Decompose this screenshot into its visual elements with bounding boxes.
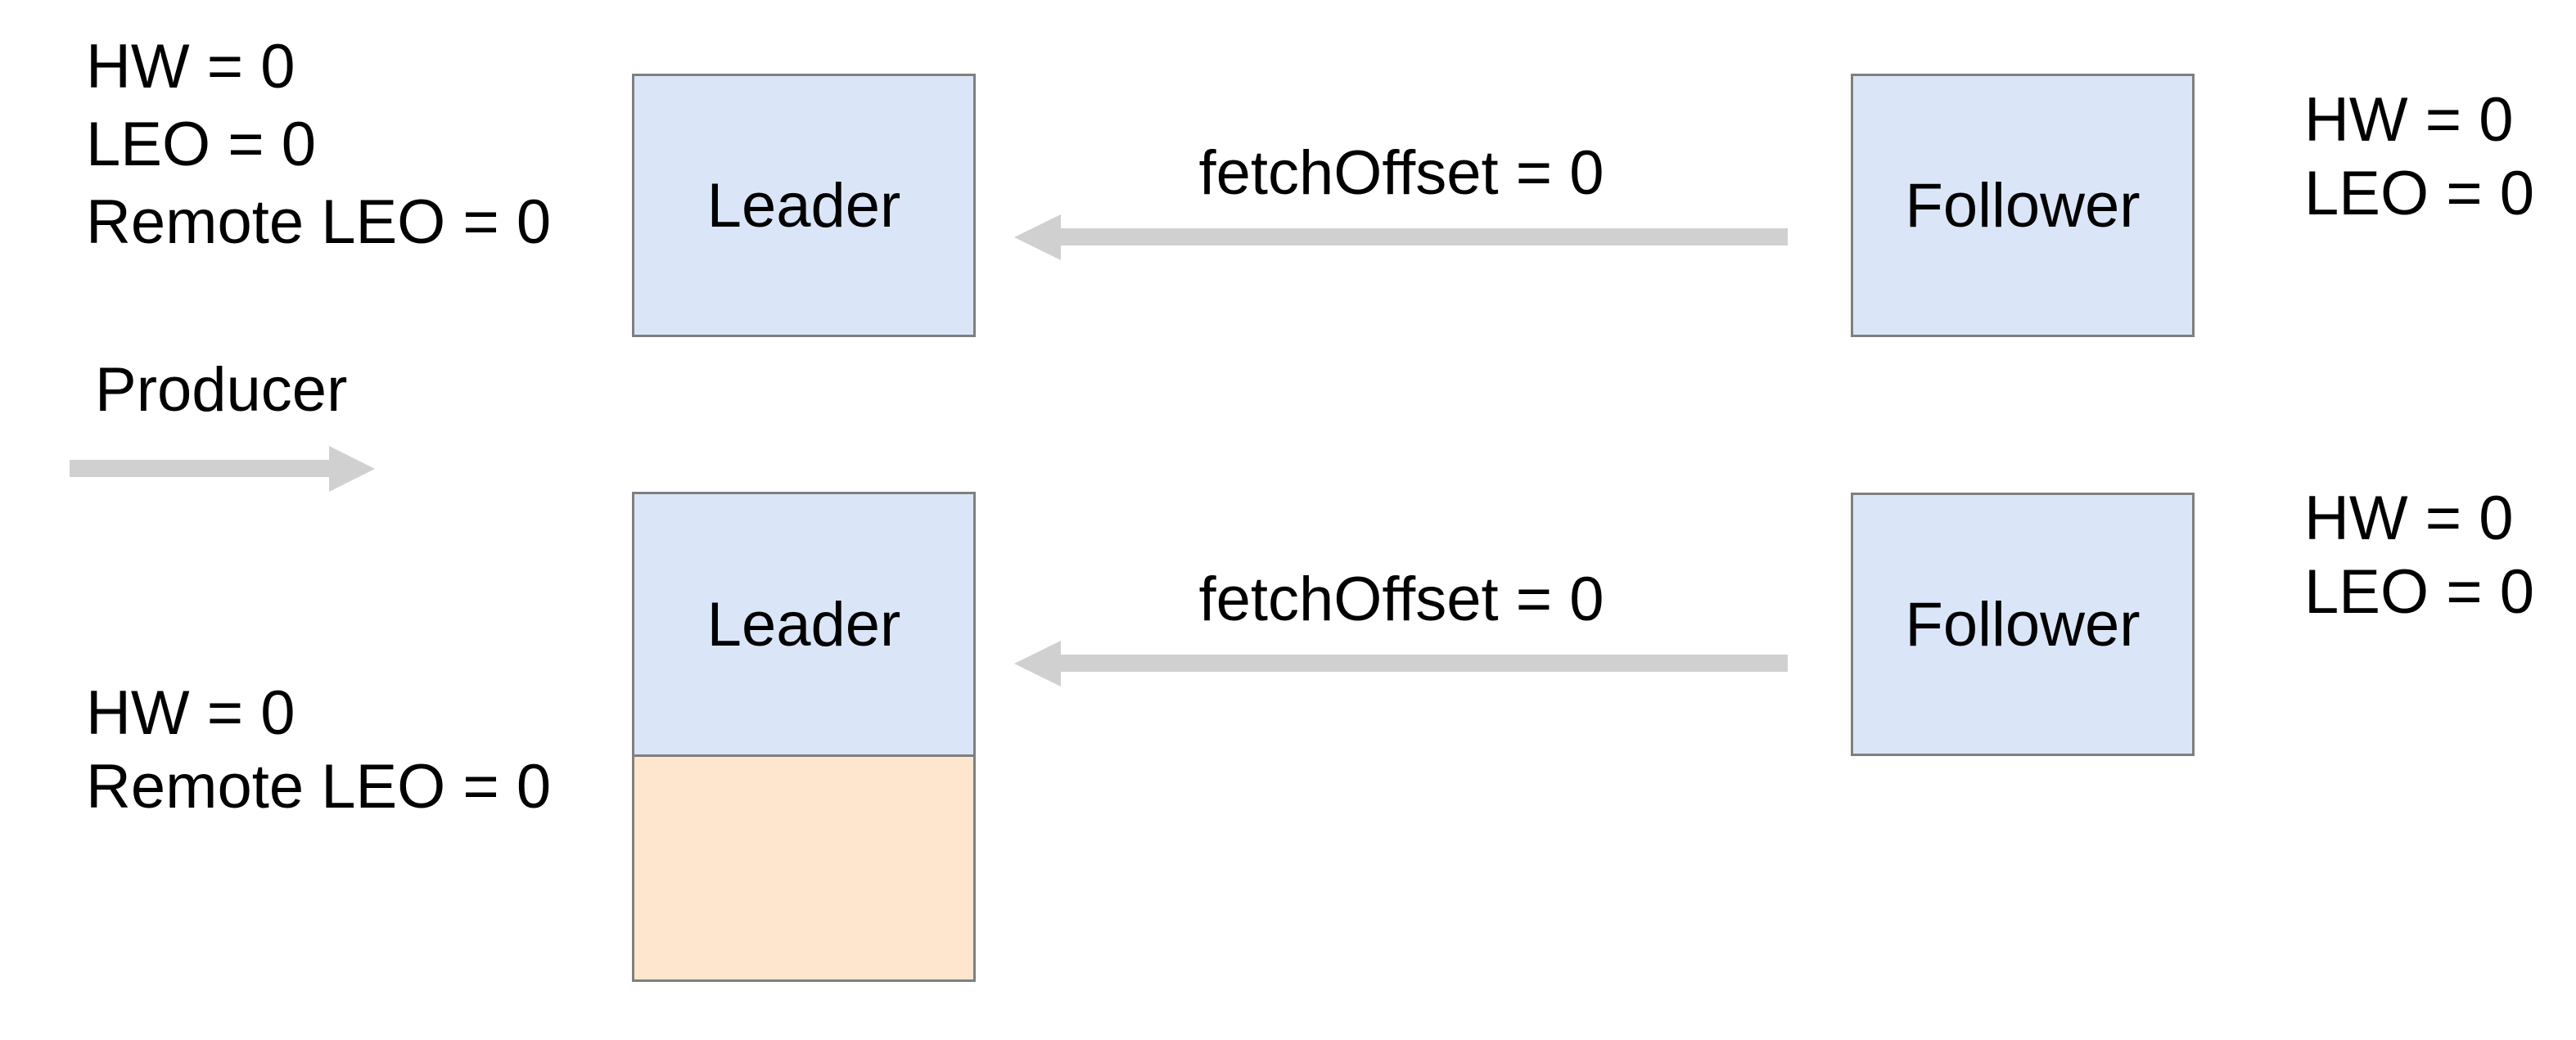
fetch-offset-label-bottom: fetchOffset = 0 xyxy=(1198,565,1604,634)
leader-box-top: Leader xyxy=(632,74,976,337)
follower-box-bottom: Follower xyxy=(1851,493,2195,756)
follower-box-label: Follower xyxy=(1905,589,2141,660)
leader-stats-bottom: HW = 0 Remote LEO = 0 xyxy=(86,677,551,824)
leader-box-label: Leader xyxy=(706,589,901,660)
arrow-head-right-icon xyxy=(329,446,375,492)
leader-stats-top: HW = 0 LEO = 0 Remote LEO = 0 xyxy=(86,28,551,261)
arrow-head-left-icon xyxy=(1014,214,1061,260)
producer-label: Producer xyxy=(95,355,348,425)
leo-value: LEO = 0 xyxy=(86,110,316,179)
leo-value: LEO = 0 xyxy=(2304,557,2534,627)
arrow-shaft xyxy=(70,460,330,477)
follower-stats-bottom: HW = 0 LEO = 0 xyxy=(2304,482,2534,629)
follower-stats-top: HW = 0 LEO = 0 xyxy=(2304,83,2534,231)
remote-leo-value: Remote LEO = 0 xyxy=(86,752,552,822)
hw-value: HW = 0 xyxy=(86,32,295,101)
arrow-head-left-icon xyxy=(1014,641,1061,687)
leader-uncommitted-segment xyxy=(632,754,976,982)
arrow-shaft xyxy=(1059,655,1788,672)
leader-box-bottom: Leader xyxy=(632,492,976,757)
hw-value: HW = 0 xyxy=(2304,85,2514,155)
follower-box-label: Follower xyxy=(1905,170,2141,241)
fetch-arrow-top xyxy=(1014,214,1788,260)
hw-value: HW = 0 xyxy=(2304,484,2514,553)
producer-arrow xyxy=(70,446,375,492)
hw-value: HW = 0 xyxy=(86,678,295,748)
fetch-arrow-bottom xyxy=(1014,641,1788,687)
leo-value: LEO = 0 xyxy=(2304,159,2534,228)
follower-box-top: Follower xyxy=(1851,74,2195,337)
arrow-shaft xyxy=(1059,228,1788,245)
fetch-offset-label-top: fetchOffset = 0 xyxy=(1198,138,1604,208)
remote-leo-value: Remote LEO = 0 xyxy=(86,187,552,257)
leader-box-label: Leader xyxy=(706,170,901,241)
